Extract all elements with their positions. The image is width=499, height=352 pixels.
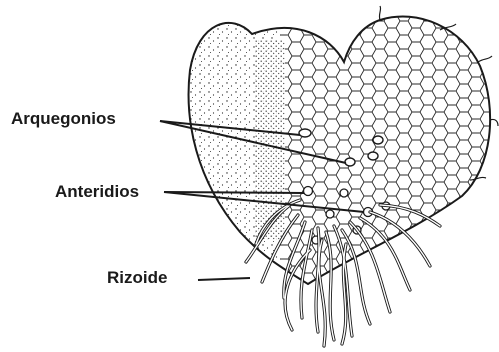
antheridium [304,187,313,196]
label-arquegonios: Arquegonios [11,110,116,127]
antheridium [340,189,348,197]
antheridium [326,210,334,218]
archegonium [299,129,311,137]
label-anteridios: Anteridios [55,183,139,200]
label-rizoide: Rizoide [107,269,167,286]
archegonium [345,158,355,166]
thallus-body [180,0,498,300]
leader-line-anteridios [164,192,304,193]
leader-line-rizoide [198,278,250,280]
archegonium [368,152,378,160]
archegonium [373,136,383,144]
